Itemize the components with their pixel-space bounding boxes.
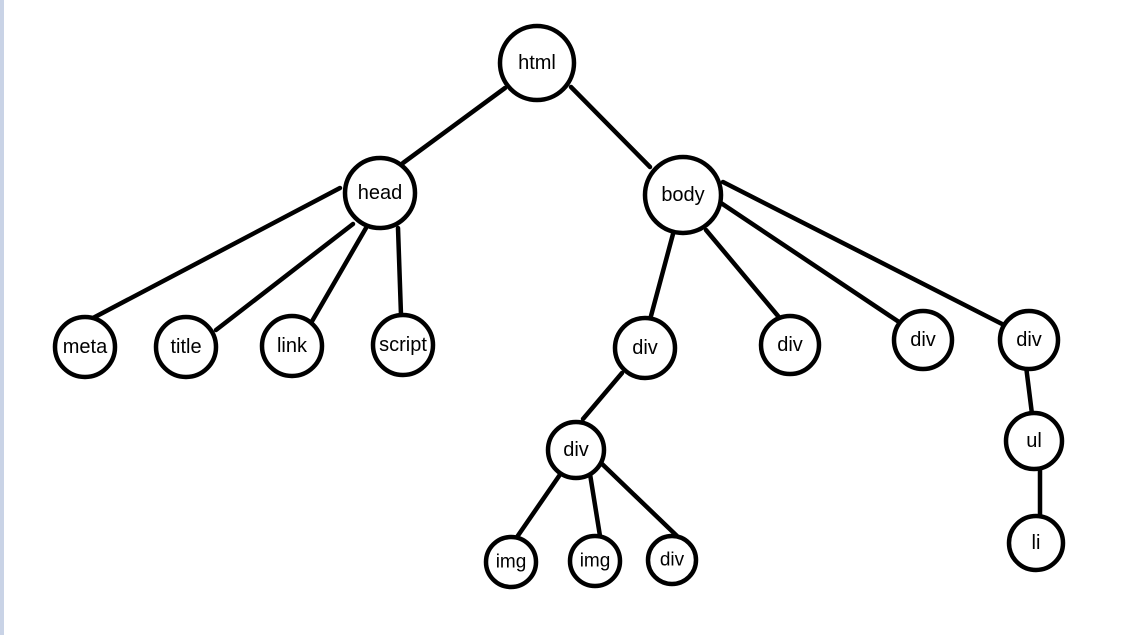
node-circle-div4 [997, 308, 1061, 372]
node-html: html [497, 23, 577, 103]
node-div1: div [612, 315, 678, 381]
node-script: script [370, 312, 436, 378]
node-div3: div [891, 308, 955, 372]
node-circle-li [1006, 513, 1066, 573]
node-body: body [642, 154, 724, 236]
node-circle-img1 [483, 534, 539, 590]
edge-head-link [308, 225, 369, 326]
edge-head-meta [90, 185, 343, 321]
node-circle-div1b [645, 533, 699, 587]
node-div1a: div [545, 419, 607, 481]
node-li: li [1006, 513, 1066, 573]
edge-body-div4 [720, 179, 1007, 328]
edge-head-script [395, 225, 404, 318]
edge-body-div1 [648, 231, 676, 319]
node-label-div1a: div [563, 439, 589, 461]
node-circle-ul [1003, 410, 1065, 472]
node-div4: div [997, 308, 1061, 372]
node-head: head [342, 155, 418, 231]
node-label-img1: img [496, 552, 527, 573]
node-label-ul: ul [1026, 430, 1042, 452]
edge-div1-div1a [580, 370, 625, 422]
node-div1b: div [645, 533, 699, 587]
edge-body-div2 [703, 227, 781, 319]
edge-body-div3 [718, 200, 902, 325]
node-label-head: head [358, 182, 403, 204]
node-label-img2: img [580, 551, 611, 572]
node-label-script: script [379, 334, 427, 356]
node-circle-div1a [545, 419, 607, 481]
node-title: title [153, 314, 219, 380]
node-label-li: li [1032, 532, 1041, 554]
edge-html-body [568, 84, 653, 170]
edge-div1a-img2 [587, 471, 603, 539]
node-circle-script [370, 312, 436, 378]
window-left-border [0, 0, 4, 635]
tree-edges [90, 84, 1043, 540]
node-img1: img [483, 534, 539, 590]
node-label-meta: meta [63, 336, 108, 358]
node-label-html: html [518, 52, 556, 74]
node-link: link [259, 313, 325, 379]
node-circle-html [497, 23, 577, 103]
node-circle-link [259, 313, 325, 379]
node-circle-div3 [891, 308, 955, 372]
node-label-div2: div [777, 334, 803, 356]
node-circle-img2 [567, 533, 623, 589]
node-circle-title [153, 314, 219, 380]
node-label-div1: div [632, 337, 658, 359]
node-label-div3: div [910, 329, 936, 351]
tree-nodes: html head body meta title link script div div div… [52, 23, 1066, 590]
node-label-title: title [170, 336, 201, 358]
node-meta: meta [52, 314, 118, 380]
node-label-body: body [661, 184, 704, 206]
node-label-div4: div [1016, 329, 1042, 351]
node-div2: div [758, 313, 822, 377]
node-label-link: link [277, 335, 308, 357]
node-label-div1b: div [660, 550, 685, 571]
edge-div1a-div1b [596, 458, 680, 539]
edge-div4-ul [1023, 363, 1035, 417]
node-img2: img [567, 533, 623, 589]
node-circle-head [342, 155, 418, 231]
node-circle-div2 [758, 313, 822, 377]
edge-head-title [213, 221, 356, 333]
node-ul: ul [1003, 410, 1065, 472]
node-circle-div1 [612, 315, 678, 381]
node-circle-meta [52, 314, 118, 380]
node-circle-body [642, 154, 724, 236]
edge-html-head [400, 85, 508, 166]
